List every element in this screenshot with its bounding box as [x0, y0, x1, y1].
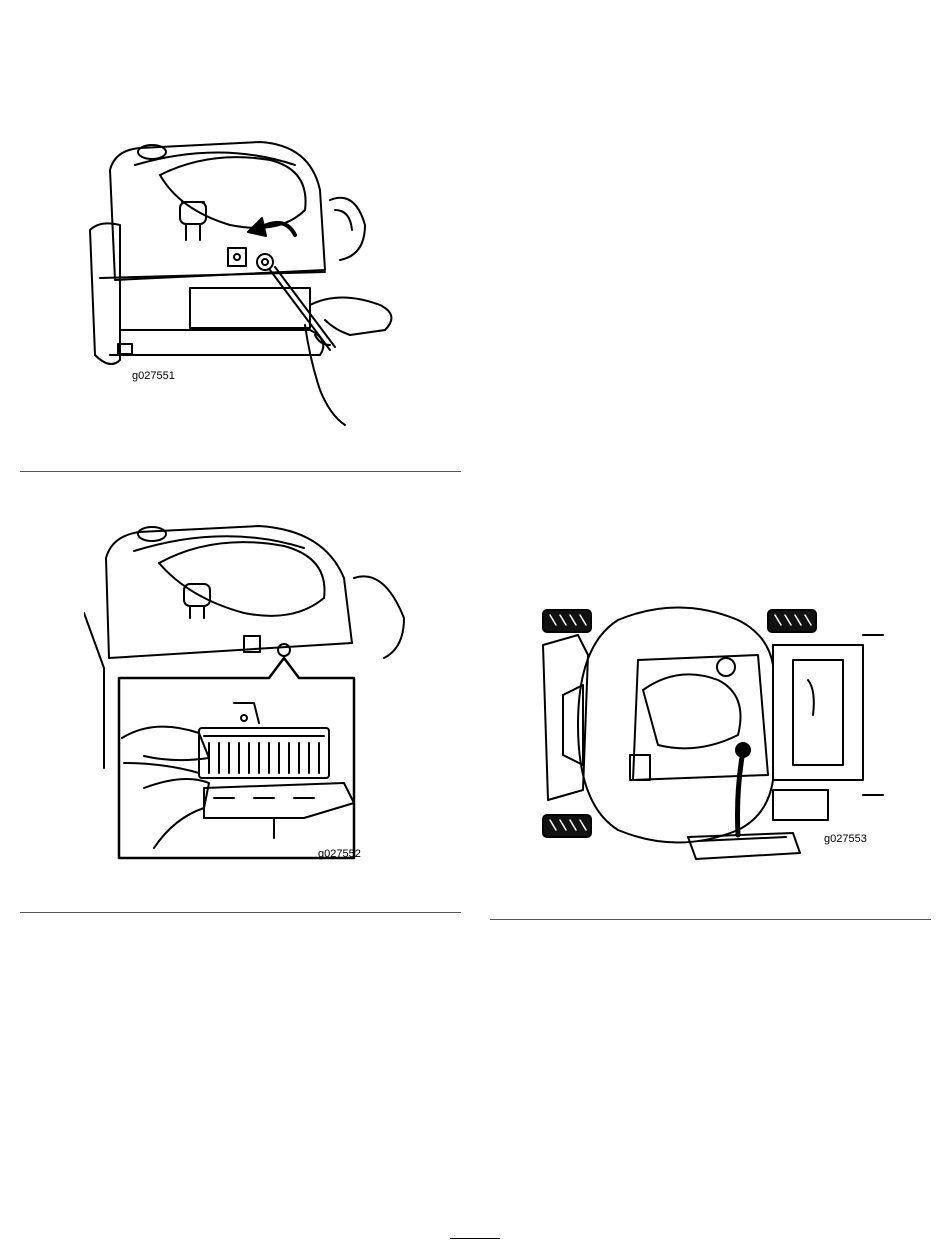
figure-code: g027553 [824, 833, 867, 845]
section-divider [20, 912, 461, 913]
figure-remove-cover: g027551 [80, 130, 410, 430]
engine-screwdriver-illustration [80, 130, 410, 430]
figure-drain-oil: g027553 [538, 605, 888, 875]
section-divider [20, 471, 461, 472]
figure-code: g027551 [132, 370, 175, 382]
figure-remove-filter: g027552 [84, 518, 414, 863]
engine-filter-inset-illustration [84, 518, 414, 863]
section-divider [490, 919, 931, 920]
footer-line [450, 1238, 500, 1239]
figure-code: g027552 [318, 848, 361, 860]
